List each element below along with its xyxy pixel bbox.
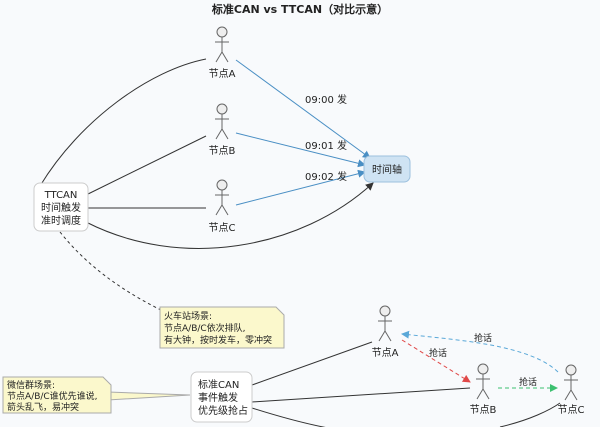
send-arrows — [235, 59, 371, 206]
top-node-b: 节点B — [209, 145, 236, 157]
grab-arrow-a-b — [401, 339, 471, 383]
diagram-title: 标准CAN vs TTCAN（对比示意） — [211, 2, 388, 16]
actor-icon — [563, 364, 579, 401]
timeline-label: 时间轴 — [372, 163, 402, 176]
actor-icon — [214, 26, 230, 63]
actor-icon — [214, 179, 230, 216]
note-pointer — [107, 391, 191, 401]
bottom-node-a: 节点A — [372, 347, 399, 359]
timeline-box — [363, 155, 411, 183]
actor-icon — [377, 305, 393, 342]
ttcan-box — [33, 182, 89, 232]
grab-label: 抢话 — [474, 332, 492, 344]
note-train — [159, 306, 285, 349]
actor-icon — [475, 363, 491, 400]
note-wechat — [2, 376, 112, 414]
send-label: 09:01 发 — [305, 139, 347, 152]
grab-label: 抢话 — [429, 347, 447, 359]
send-label: 09:02 发 — [305, 170, 347, 183]
top-node-a: 节点A — [209, 68, 236, 80]
send-label: 09:00 发 — [305, 93, 347, 106]
note-train-text: 火车站场景:节点A/B/C依次排队,有大钟，按时发车，零冲突 — [164, 310, 272, 346]
bottom-node-b: 节点B — [470, 404, 497, 416]
grab-label: 抢话 — [519, 376, 537, 388]
top-node-c: 节点C — [209, 222, 236, 234]
ttcan-links — [39, 58, 374, 249]
grab-arrow-c-a — [401, 330, 559, 373]
can-links — [251, 341, 561, 427]
bottom-node-c: 节点C — [558, 404, 585, 416]
note-wechat-text: 微信群场景:节点A/B/C谁优先谁说,箭头乱飞，易冲突 — [7, 379, 98, 413]
actor-icon — [214, 103, 230, 140]
can-box — [190, 371, 253, 423]
